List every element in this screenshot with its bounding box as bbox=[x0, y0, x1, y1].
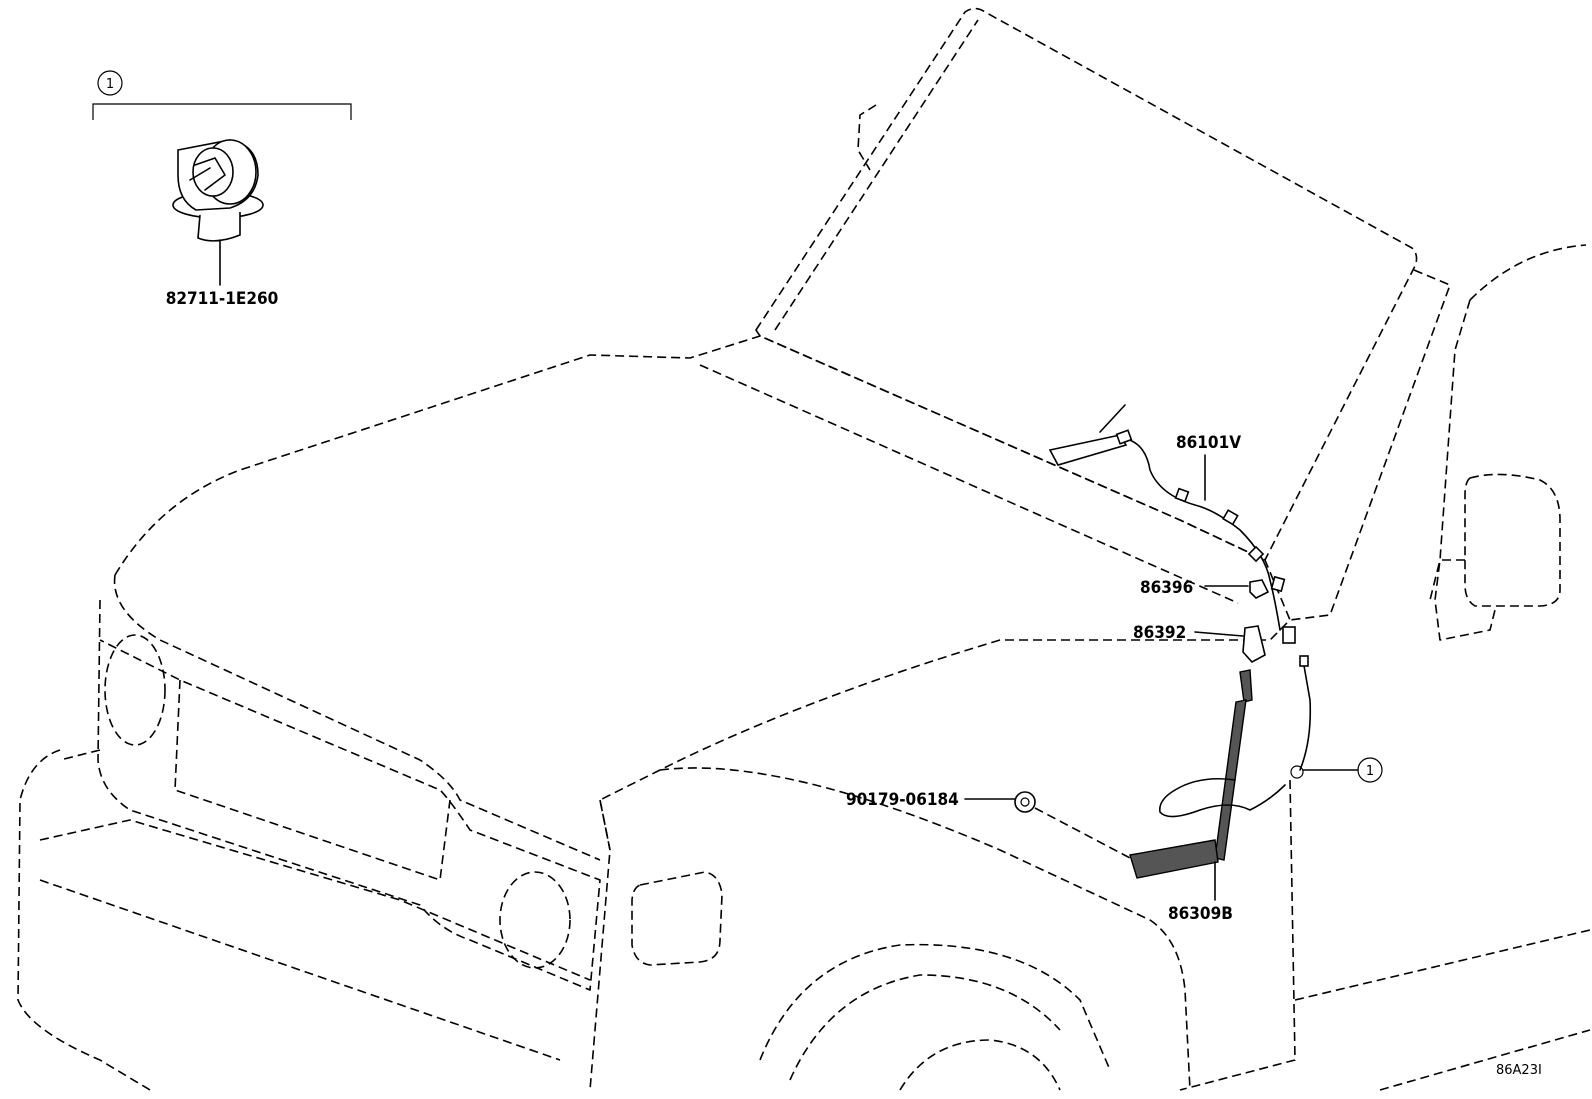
body-side bbox=[1179, 779, 1296, 1091]
antenna-pole-part-number[interactable]: 86309B bbox=[1168, 904, 1233, 924]
door-line bbox=[1469, 244, 1587, 301]
wheel bbox=[899, 1039, 1061, 1091]
rocker-line bbox=[1294, 929, 1591, 1001]
vehicle-outline bbox=[17, 7, 1591, 1091]
screw-part-number[interactable]: 90179-06184 bbox=[846, 790, 959, 810]
mirror-arm bbox=[1434, 559, 1496, 641]
bumper-top bbox=[39, 819, 591, 981]
grille-inner bbox=[174, 679, 451, 881]
windshield-inner bbox=[774, 19, 979, 331]
turn-signal bbox=[631, 871, 723, 966]
door-frame bbox=[1429, 299, 1471, 601]
wheel-arch-inner bbox=[789, 974, 1061, 1081]
clip-part-number[interactable]: 82711-1E260 bbox=[166, 289, 279, 309]
grommet-small[interactable] bbox=[1204, 579, 1270, 599]
group-marker-circle bbox=[97, 70, 123, 96]
group-bracket: 1 bbox=[92, 70, 352, 120]
roof-line bbox=[1289, 269, 1451, 621]
location-marker-label: 1 bbox=[1366, 764, 1374, 779]
bumper-side bbox=[59, 749, 101, 761]
bumper-outline bbox=[17, 749, 151, 1091]
grommet-part-number[interactable]: 86396 bbox=[1140, 578, 1193, 598]
hood-outline bbox=[114, 335, 1291, 851]
screw-install-path bbox=[1034, 807, 1131, 859]
fender-outline bbox=[589, 799, 611, 1091]
hood-crease bbox=[699, 364, 1239, 604]
antenna-cable[interactable] bbox=[1048, 404, 1296, 644]
grille-outline bbox=[97, 599, 601, 991]
clip-part[interactable] bbox=[172, 139, 264, 286]
bumper-lower bbox=[39, 879, 561, 1061]
location-callout: 1 bbox=[1290, 757, 1383, 783]
left-headlight bbox=[104, 634, 166, 746]
location-marker-circle bbox=[1357, 757, 1383, 783]
hood-front-edge bbox=[113, 574, 601, 861]
antenna-cover-part-number[interactable]: 86392 bbox=[1133, 623, 1186, 643]
antenna-cable-part-number[interactable]: 86101V bbox=[1176, 433, 1241, 453]
group-marker-label: 1 bbox=[106, 77, 114, 92]
antenna-cover[interactable] bbox=[1194, 625, 1266, 664]
door-bottom bbox=[1379, 1029, 1591, 1091]
diagram-reference: 86A23I bbox=[1496, 1063, 1542, 1078]
right-headlight bbox=[499, 871, 571, 969]
cable-connector[interactable] bbox=[1282, 626, 1296, 644]
wheel-arch bbox=[759, 943, 1111, 1071]
screw-part[interactable] bbox=[964, 791, 1131, 859]
cover-leader bbox=[1194, 631, 1244, 637]
antenna-pole[interactable] bbox=[1129, 655, 1312, 901]
group-bracket-line bbox=[92, 103, 352, 120]
mirror-outline bbox=[1464, 473, 1561, 607]
hinge-box bbox=[857, 104, 877, 171]
windshield-outline bbox=[755, 7, 1418, 561]
fender-top bbox=[659, 767, 1191, 1091]
